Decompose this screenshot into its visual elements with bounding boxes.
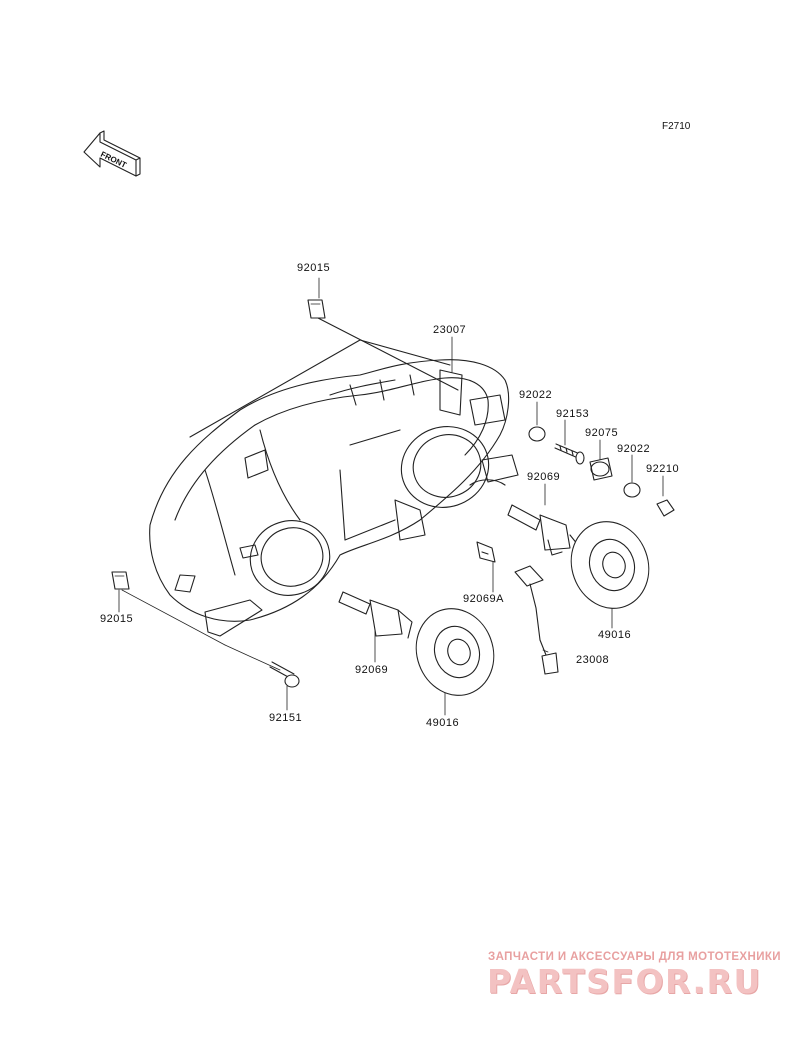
leader-lines xyxy=(118,277,664,716)
figure-code: F2710 xyxy=(662,121,691,132)
label-92075: 92075 xyxy=(585,427,619,439)
clip-nut-92015-top xyxy=(307,299,326,319)
front-arrow-icon: FRONT xyxy=(83,130,141,177)
label-92210: 92210 xyxy=(646,463,680,475)
label-92153: 92153 xyxy=(556,408,590,420)
bulb-92069-bottom xyxy=(338,591,413,639)
watermark-brand: PARTSFOR.RU xyxy=(487,962,762,1001)
bulb-92069A xyxy=(476,541,496,563)
label-92022-b: 92022 xyxy=(617,443,651,455)
bulb-92069-right xyxy=(507,504,579,556)
label-92069A: 92069A xyxy=(463,593,504,605)
headlight-housing-23007 xyxy=(149,317,519,637)
dust-cover-49016-right xyxy=(570,521,650,609)
grommet-92075 xyxy=(589,457,613,481)
label-92069-right: 92069 xyxy=(527,471,561,483)
label-49016-bottom: 49016 xyxy=(426,717,460,729)
bolt-92151 xyxy=(269,661,300,688)
label-92015-left: 92015 xyxy=(100,613,134,625)
label-92069-bottom: 92069 xyxy=(355,664,389,676)
washer-92022-a xyxy=(528,426,546,442)
label-92151: 92151 xyxy=(269,712,303,724)
label-92015-top: 92015 xyxy=(297,262,331,274)
clip-nut-92015-left xyxy=(111,571,130,590)
screw-92153 xyxy=(554,443,585,465)
dust-cover-49016-bottom xyxy=(415,608,495,696)
cap-nut-92210 xyxy=(656,499,675,517)
label-23007: 23007 xyxy=(433,324,467,336)
watermark-tagline: ЗАПЧАСТИ И АКСЕССУАРЫ ДЛЯ МОТОТЕХНИКИ xyxy=(488,951,781,963)
label-92022-a: 92022 xyxy=(519,389,553,401)
label-23008: 23008 xyxy=(576,654,610,666)
washer-92022-b xyxy=(623,482,641,498)
label-49016-right: 49016 xyxy=(598,629,632,641)
bulb-with-socket-23008 xyxy=(514,565,559,675)
